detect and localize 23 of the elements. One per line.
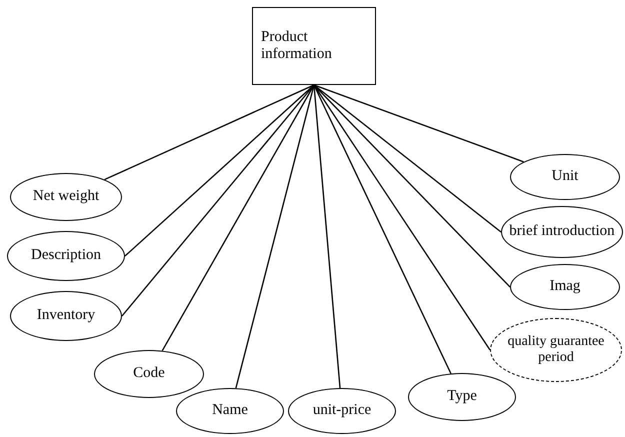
connector-line xyxy=(313,84,452,374)
connector-line xyxy=(314,84,524,162)
connector-line xyxy=(162,84,315,352)
node-label: Code xyxy=(132,365,166,383)
connector-line xyxy=(314,84,510,288)
node-label: unit-price xyxy=(312,402,372,420)
connector-line xyxy=(235,84,315,388)
node-label: Unit xyxy=(550,168,580,186)
node-label: Product information xyxy=(260,28,333,64)
connector-line xyxy=(104,84,314,180)
connector-line xyxy=(313,84,341,388)
node-label: Net weight xyxy=(32,188,100,206)
node-label: Description xyxy=(30,247,102,265)
connector-line xyxy=(314,84,502,233)
node-label: quality guarantee period xyxy=(506,334,606,366)
connector-line xyxy=(122,84,314,316)
node-label: Imag xyxy=(548,278,582,296)
entity-box xyxy=(252,7,376,85)
node-label: Name xyxy=(211,402,249,420)
node-label: Inventory xyxy=(36,307,96,325)
node-label: Type xyxy=(446,388,478,406)
connector-line xyxy=(124,84,314,256)
node-label: brief introduction xyxy=(508,223,616,241)
